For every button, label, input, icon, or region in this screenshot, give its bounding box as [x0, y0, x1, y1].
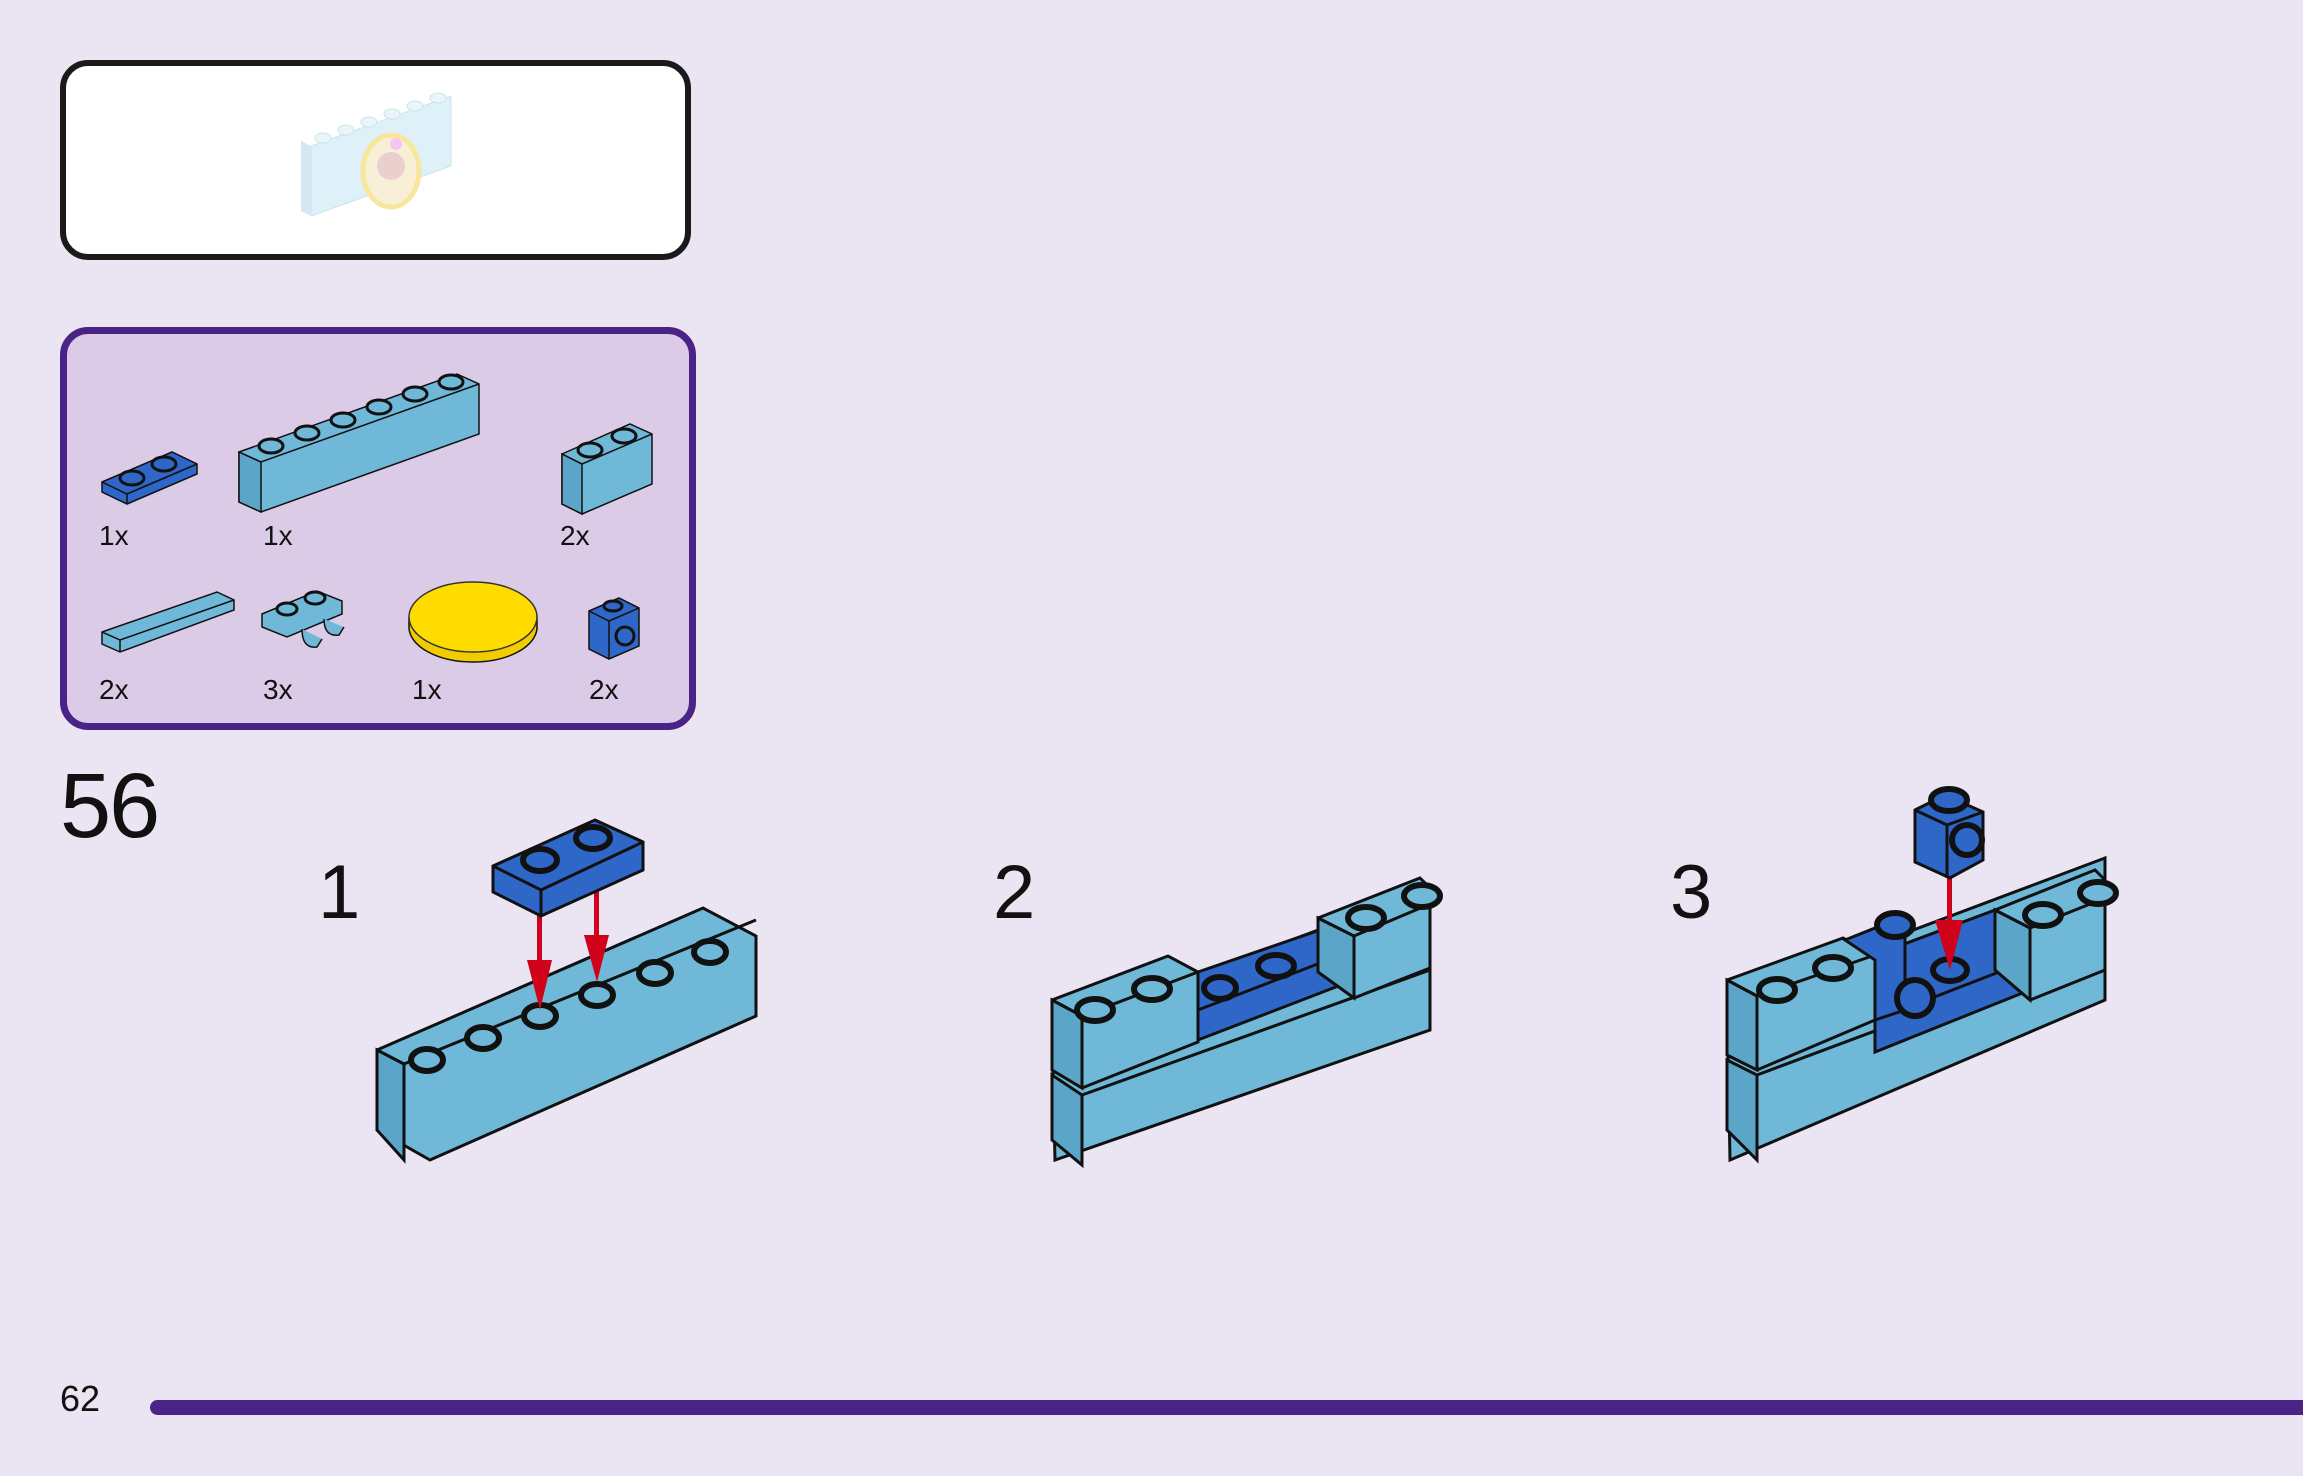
substep-label-3: 3: [1670, 850, 1713, 935]
arrow-icon: [1935, 870, 1963, 970]
parts-list-panel: 1x 1x 2x 2x 3x 1x: [60, 327, 696, 730]
part-qty: 1x: [99, 520, 129, 551]
part-qty: 2x: [560, 520, 590, 551]
part-qty: 1x: [412, 674, 442, 705]
part-brick-1x6-light-blue: [238, 373, 480, 514]
part-tile-1x4-light-blue: [101, 591, 235, 653]
part-round-tile-yellow: [408, 581, 538, 663]
assembly-preview-icon: [301, 92, 452, 217]
part-qty: 2x: [99, 674, 129, 705]
arrow-icon: [527, 890, 609, 1010]
substep-2-illustration: [1050, 876, 1443, 1169]
substep-label-1: 1: [318, 850, 361, 935]
page-divider-bar: [150, 1400, 2303, 1415]
part-brick-1x1-side-stud-dark-blue: [588, 597, 640, 660]
part-plate-1x2-dark-blue: [101, 451, 198, 505]
assembly-preview-panel: [60, 60, 691, 260]
part-plate-clips-light-blue: [261, 590, 345, 648]
substep-label-2: 2: [993, 850, 1036, 935]
step-number: 56: [60, 755, 160, 857]
part-qty: 1x: [263, 520, 293, 551]
part-qty: 2x: [589, 674, 619, 705]
part-qty: 3x: [263, 674, 293, 705]
part-brick-1x2-light-blue: [561, 423, 653, 516]
substep-3-illustration: [1725, 786, 2119, 1164]
substep-1-illustration: [375, 818, 758, 1164]
page-number: 62: [60, 1378, 101, 1419]
